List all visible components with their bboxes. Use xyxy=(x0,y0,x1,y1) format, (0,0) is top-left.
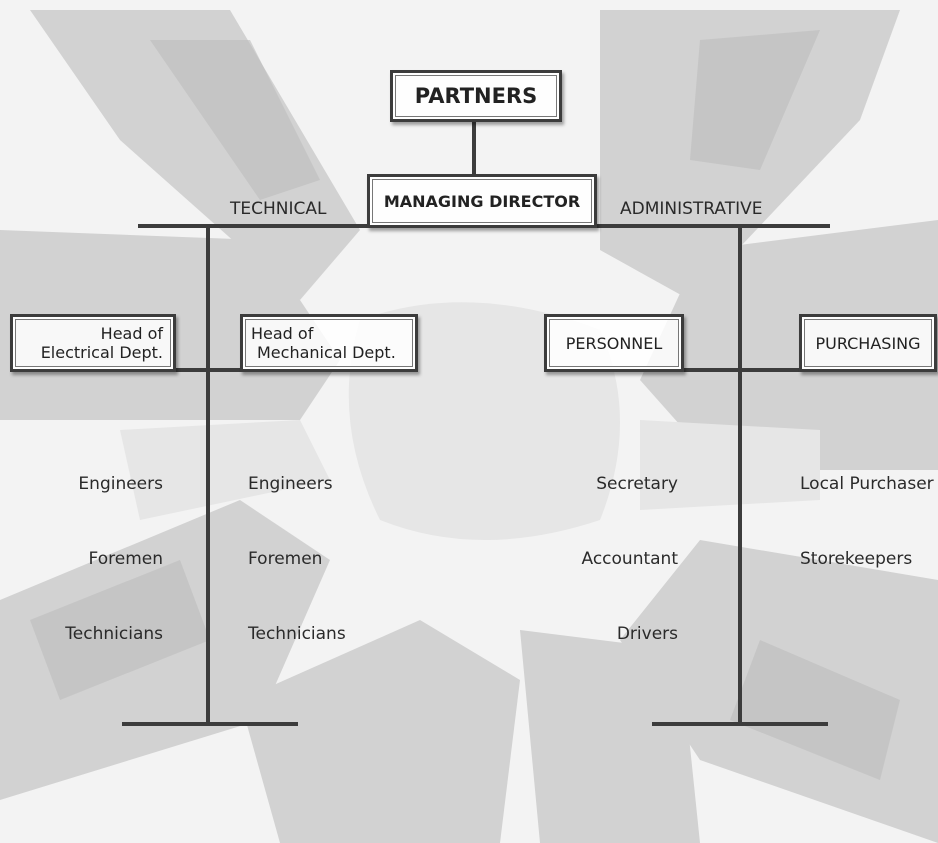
purchasing-box: PURCHASING xyxy=(799,314,937,372)
electrical-staff-3: Technicians xyxy=(65,624,163,644)
personnel-staff-3: Drivers xyxy=(616,624,678,644)
electrical-dept-box: Head of Electrical Dept. xyxy=(10,314,176,372)
electrical-staff-2: Foremen xyxy=(88,549,163,569)
partners-label: PARTNERS xyxy=(414,84,538,108)
personnel-box: PERSONNEL xyxy=(544,314,684,372)
purchasing-staff-1: Local Purchaser xyxy=(800,474,934,494)
electrical-staff-1: Engineers xyxy=(78,474,163,494)
electrical-dept-line2: Electrical Dept. xyxy=(40,343,163,362)
mechanical-dept-box: Head of Mechanical Dept. xyxy=(240,314,418,372)
mechanical-dept-line2: Mechanical Dept. xyxy=(257,343,396,362)
purchasing-label: PURCHASING xyxy=(815,333,921,353)
mechanical-staff-2: Foremen xyxy=(248,549,323,569)
managing-director-box: MANAGING DIRECTOR xyxy=(367,174,597,228)
partners-box: PARTNERS xyxy=(390,70,562,122)
mechanical-staff-3: Technicians xyxy=(248,624,346,644)
personnel-label: PERSONNEL xyxy=(565,333,663,353)
personnel-staff-2: Accountant xyxy=(581,549,679,569)
mechanical-staff-1: Engineers xyxy=(248,474,333,494)
personnel-staff-1: Secretary xyxy=(596,474,678,494)
purchasing-staff-2: Storekeepers xyxy=(800,549,913,569)
managing-director-label: MANAGING DIRECTOR xyxy=(383,191,581,211)
administrative-label: ADMINISTRATIVE xyxy=(620,199,763,219)
technical-label: TECHNICAL xyxy=(230,199,327,219)
electrical-dept-line1: Head of xyxy=(100,324,163,343)
mechanical-dept-line1: Head of xyxy=(251,324,314,343)
